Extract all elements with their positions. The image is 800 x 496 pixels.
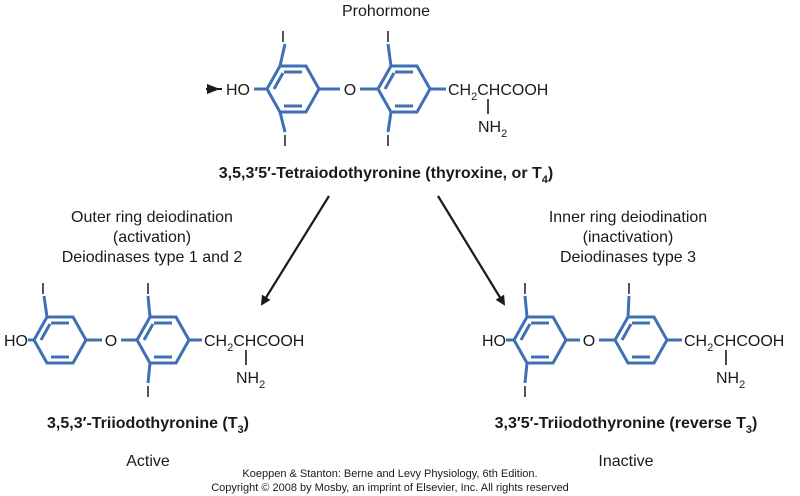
t3-status: Active bbox=[126, 453, 170, 470]
prohormone-label: Prohormone bbox=[342, 3, 430, 20]
left-process-line1: Outer ring deiodination bbox=[71, 209, 233, 226]
t3-side-chain: CH2CHCOOH bbox=[204, 333, 304, 354]
reverse-t3-status: Inactive bbox=[598, 453, 653, 470]
t3-molecule: HO I O I I CH2CHCOOH NH2 bbox=[4, 281, 304, 401]
t3-amine: NH2 bbox=[236, 370, 265, 391]
rt3-iodine-3prime: I bbox=[523, 281, 527, 298]
t4-iodine-3prime: I bbox=[281, 29, 285, 46]
rt3-iodine-3: I bbox=[627, 281, 631, 298]
rt3-hydroxyl: HO bbox=[482, 333, 506, 350]
left-conversion-arrow bbox=[260, 195, 330, 306]
rt3-iodine-5prime: I bbox=[523, 384, 527, 401]
rt3-amine: NH2 bbox=[716, 370, 745, 391]
right-process-line1: Inner ring deiodination bbox=[549, 209, 707, 226]
t3-iodine-3prime: I bbox=[41, 281, 45, 298]
deiodination-arrowhead bbox=[207, 84, 220, 94]
credit-line2: Copyright © 2008 by Mosby, an imprint of… bbox=[211, 482, 569, 494]
reverse-t3-molecule: HO I I O I CH2CHCOOH NH2 bbox=[482, 281, 784, 401]
t4-side-chain: CH2CHCOOH bbox=[448, 82, 548, 103]
right-process-line3: Deiodinases type 3 bbox=[560, 249, 696, 266]
t4-ether-oxygen: O bbox=[344, 82, 356, 99]
t4-iodine-5prime: I bbox=[283, 133, 287, 150]
t4-molecule: HO I I O I I CH2CHCOOH NH2 bbox=[206, 29, 548, 150]
t3-iodine-5: I bbox=[146, 384, 150, 401]
t3-ether-oxygen: O bbox=[105, 333, 117, 350]
rt3-side-chain: CH2CHCOOH bbox=[684, 333, 784, 354]
right-conversion-arrow bbox=[437, 195, 506, 306]
left-process-line3: Deiodinases type 1 and 2 bbox=[62, 249, 243, 266]
left-process-line2: (activation) bbox=[113, 229, 191, 246]
t4-iodine-5: I bbox=[386, 133, 390, 150]
t3-hydroxyl: HO bbox=[4, 333, 28, 350]
t3-name: 3,5,3′-Triiodothyronine (T3) bbox=[47, 415, 249, 436]
reverse-t3-name: 3,3′5′-Triiodothyronine (reverse T3) bbox=[495, 415, 758, 436]
t3-iodine-3: I bbox=[146, 281, 150, 298]
t4-hydroxyl: HO bbox=[226, 82, 250, 99]
t4-amine: NH2 bbox=[478, 119, 507, 140]
rt3-ether-oxygen: O bbox=[583, 333, 595, 350]
right-process-line2: (inactivation) bbox=[583, 229, 674, 246]
t4-name: 3,5,3′5′-Tetraiodothyronine (thyroxine, … bbox=[219, 165, 553, 186]
t4-iodine-3: I bbox=[386, 29, 390, 46]
credit-line1: Koeppen & Stanton: Berne and Levy Physio… bbox=[242, 468, 537, 480]
